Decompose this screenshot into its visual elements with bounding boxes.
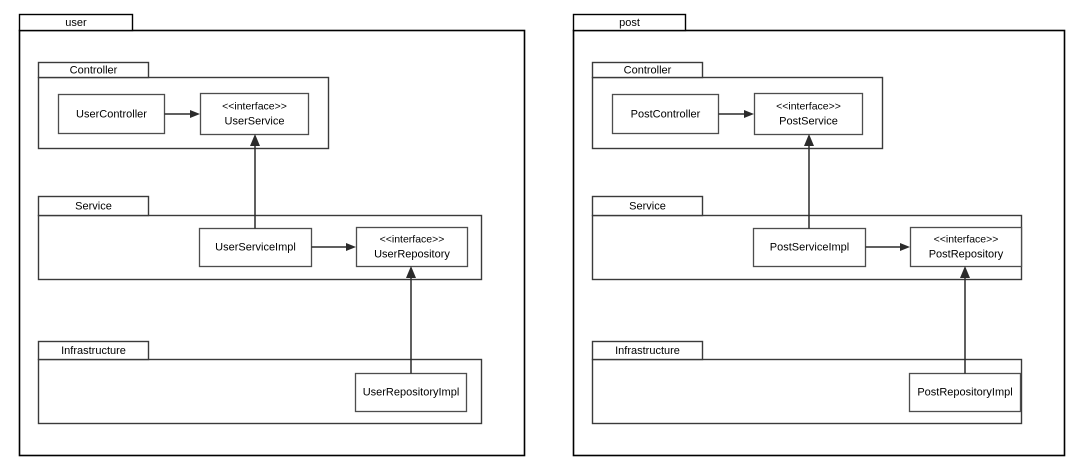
class-usercontroller-label: UserController [76,109,147,121]
package-user-tab[interactable] [18,13,134,32]
subpackage-user-controller-tab[interactable] [37,61,150,79]
interface-userservice[interactable] [199,92,310,136]
class-usercontroller[interactable] [57,93,166,135]
package-user-tab-label: user [65,17,87,29]
class-postcontroller-label: PostController [631,109,701,121]
subpackage-post-infrastructure[interactable]: Infrastructure PostRepositoryImpl [591,340,1023,425]
class-postserviceimpl-label: PostServiceImpl [770,242,849,254]
subpackage-user-service[interactable]: Service UserServiceImpl <<interface>> Us… [37,195,483,281]
edge-userserviceimpl-to-userrepository [311,243,356,251]
interface-postservice[interactable] [753,92,864,136]
subpackage-post-controller-tab[interactable] [591,61,704,79]
package-post[interactable]: post Controller PostController <<interfa… [572,13,1066,457]
subpackage-user-service-tab[interactable] [37,195,150,217]
edge-postserviceimpl-to-postrepository [865,243,910,251]
subpackage-user-infrastructure-tab[interactable] [37,340,150,361]
class-postserviceimpl[interactable] [752,227,867,268]
subpackage-user-infrastructure[interactable]: Infrastructure UserRepositoryImpl [37,340,483,425]
interface-userrepository[interactable] [355,226,469,268]
class-postrepositoryimpl-label: PostRepositoryImpl [917,387,1012,399]
subpackage-user-infrastructure-tab-label: Infrastructure [61,345,126,357]
edge-usercontroller-to-userservice [164,110,200,118]
interface-userrepository-label: UserRepository [374,248,450,260]
interface-postrepository-label: PostRepository [929,248,1004,260]
interface-postrepository-stereotype: <<interface>> [934,233,999,245]
edge-postserviceimpl-to-postservice [804,134,814,229]
interface-userrepository-stereotype: <<interface>> [380,233,445,245]
subpackage-post-infrastructure-tab[interactable] [591,340,704,361]
interface-userservice-stereotype: <<interface>> [222,100,287,112]
interface-postrepository[interactable] [909,226,1023,268]
subpackage-post-controller[interactable]: Controller PostController <<interface>> … [591,61,884,150]
edge-userserviceimpl-to-userservice [250,134,260,229]
subpackage-post-controller-tab-label: Controller [624,65,672,77]
package-post-tab[interactable] [572,13,687,32]
interface-postservice-label: PostService [779,115,838,127]
interface-postservice-stereotype: <<interface>> [776,100,841,112]
package-user[interactable]: user Controller UserController <<interfa… [18,13,526,457]
subpackage-post-infrastructure-tab-label: Infrastructure [615,345,680,357]
edge-postrepositoryimpl-to-postrepository [960,266,970,374]
edge-postcontroller-to-postservice [718,110,754,118]
class-userrepositoryimpl-label: UserRepositoryImpl [363,387,460,399]
subpackage-post-service-tab[interactable] [591,195,704,217]
edge-userrepositoryimpl-to-userrepository [406,266,416,374]
subpackage-user-service-tab-label: Service [75,201,112,213]
subpackage-user-controller-tab-label: Controller [70,65,118,77]
subpackage-post-service[interactable]: Service PostServiceImpl <<interface>> Po… [591,195,1023,281]
package-post-tab-label: post [619,17,640,29]
interface-userservice-label: UserService [225,115,285,127]
subpackage-user-controller[interactable]: Controller UserController <<interface>> … [37,61,330,150]
subpackage-post-service-tab-label: Service [629,201,666,213]
class-userrepositoryimpl[interactable] [354,372,468,413]
class-userserviceimpl-label: UserServiceImpl [215,242,296,254]
